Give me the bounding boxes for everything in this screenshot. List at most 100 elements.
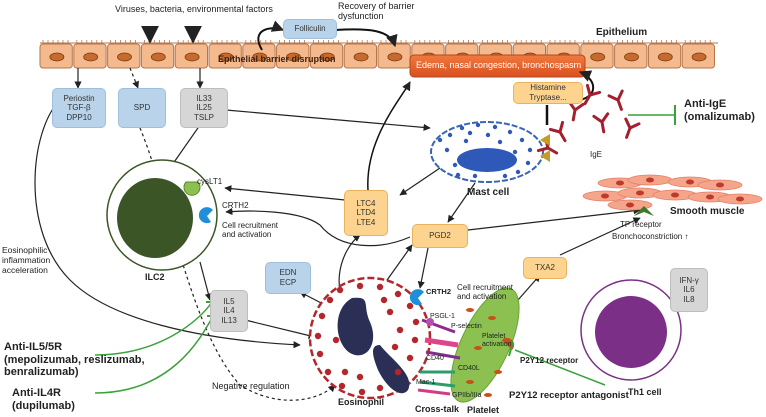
anti-il4r-line-2: (dupilumab)	[12, 399, 75, 412]
smooth-muscle-cells	[582, 174, 763, 211]
platelet-activation-label: Platelet activation	[482, 333, 512, 349]
anti-ige-line-1: Anti-IgE	[684, 98, 727, 110]
platelet-label: Platelet	[467, 405, 500, 415]
edema-label: Edema, nasal congestion, bronchospasm	[416, 60, 582, 70]
ltc4-to-cyslt1	[224, 185, 346, 201]
recruit-ilc2-label: Cell recruitment and activation	[222, 221, 278, 239]
gp-label: GPIIb/IIIa	[452, 392, 482, 399]
smooth-muscle-nucleus	[736, 196, 744, 202]
eosinophil-granule	[394, 290, 402, 298]
il8-line: IL8	[683, 294, 695, 304]
ltc4-line: LTC4	[356, 198, 376, 208]
anti-il4r-line-1: Anti-IL4R	[12, 387, 61, 399]
bronchoconstriction-label: Bronchoconstriction ↑	[612, 232, 689, 241]
histamine-to-edema	[578, 70, 595, 101]
edema-box	[409, 54, 586, 78]
eosinophil-granule	[336, 286, 344, 294]
smooth-muscle-nucleus	[686, 179, 694, 185]
eosinophil-granule	[376, 283, 384, 291]
alarmin-box: IL33 IL25 TSLP	[180, 88, 228, 128]
il13-line: IL13	[221, 315, 237, 325]
platelet-granule	[466, 380, 474, 384]
tgfb-line: TGF-β	[67, 103, 91, 113]
eosinophil-granule	[356, 282, 364, 290]
eosinophil-granule	[316, 350, 324, 358]
edn-line: EDN	[279, 268, 297, 278]
epithelial-nucleus	[49, 52, 65, 62]
mast-granule	[527, 147, 533, 153]
il33-to-mast	[225, 109, 431, 132]
eosinophil-granule	[391, 343, 399, 351]
pgd2-box: PGD2	[412, 224, 468, 248]
ige-antibody	[592, 112, 610, 134]
p2y12-antagonist-line	[514, 349, 606, 386]
mast-granule	[459, 125, 465, 131]
eosinophil-granule	[380, 296, 388, 304]
crth2-eos-label: CRTH2	[426, 287, 452, 296]
dpp10-line: DPP10	[66, 112, 92, 122]
eos-inflammation-label: Eosinophilic inflammation acceleration	[2, 245, 51, 275]
epithelial-nucleus	[319, 52, 335, 62]
eosinophil-granule	[324, 368, 332, 376]
mast-granule	[497, 139, 503, 145]
txa2-to-smooth-muscle	[559, 217, 641, 256]
mast-granule	[475, 122, 481, 128]
tslp-line: TSLP	[193, 112, 214, 122]
smooth-muscle-nucleus	[716, 182, 724, 188]
eosinophil-granule	[314, 332, 322, 340]
smooth-muscle-nucleus	[626, 202, 634, 208]
smooth-muscle-nucleus	[601, 193, 609, 199]
triggers-label: Viruses, bacteria, environmental factors	[115, 4, 273, 14]
mast-to-ltc4	[399, 167, 441, 196]
eos-inflammation-line-2: inflammation	[2, 254, 51, 265]
epithelial-nucleus	[117, 52, 132, 62]
anti-ige-line-2: (omalizumab)	[684, 110, 755, 123]
epithelial-nucleus	[387, 52, 403, 62]
mast-granule	[447, 132, 453, 138]
mast-cell-nucleus	[457, 148, 517, 172]
il6-line: IL6	[683, 285, 695, 295]
leukotriene-box: LTC4 LTD4 LTE4	[344, 190, 388, 236]
mast-cell-label: Mast cell	[467, 187, 510, 198]
th1-nucleus	[595, 296, 667, 368]
epi-to-spd	[129, 67, 139, 89]
il33-line: IL33	[196, 93, 212, 103]
p2y12-antagonist-bar	[508, 341, 514, 357]
mast-cell-granules	[437, 122, 533, 179]
anti-il4r-line	[94, 315, 214, 394]
epithelial-nucleus	[353, 52, 369, 62]
mast-granule	[452, 162, 458, 168]
txa2-label: TXA2	[534, 263, 555, 273]
cd40-label: CD40	[426, 355, 444, 362]
epithelial-nucleus	[218, 52, 234, 62]
anti-il5-line-2: (mepolizumab, reslizumab,	[4, 353, 145, 366]
epithelial-nucleus	[83, 52, 99, 62]
histamine-box: Histamine Tryptase...	[513, 82, 583, 104]
il5-line: IL5	[223, 296, 235, 306]
ilc2-label: ILC2	[145, 272, 165, 282]
eos-inflammation-line-1: Eosinophilic	[2, 245, 48, 255]
recovery-line-1: Recovery of barrier	[338, 1, 415, 11]
tp-receptor-label: TP receptor	[620, 220, 662, 229]
mast-granule	[515, 169, 521, 175]
psgl1-label: PSGL-1	[430, 313, 455, 320]
periostin-line: Periostin	[63, 93, 95, 103]
ilc2-to-il5	[199, 261, 212, 301]
folliculin-arrow-left	[257, 20, 285, 51]
cyslt1-receptor	[183, 181, 201, 196]
ige-antibody	[567, 100, 585, 122]
eos-inflammation-line-3: acceleration	[2, 264, 48, 275]
folliculin-box: Folliculin	[283, 19, 337, 39]
platelet-granules	[466, 308, 502, 397]
mast-granule	[455, 172, 461, 178]
eosinophil-label: Eosinophil	[338, 397, 384, 407]
eosinophil-nucleus-lobe	[337, 297, 374, 356]
il4-line: IL4	[223, 306, 235, 316]
eosinophil-granule	[406, 302, 414, 310]
il5-to-eos	[244, 319, 316, 339]
ifng-line: IFN-γ	[679, 275, 699, 285]
mast-granule	[492, 124, 498, 130]
barrier-disruption-label: Epithelial barrier disruption	[218, 54, 336, 64]
mac1-label: Mac-1	[416, 379, 436, 386]
platelet-to-txa2	[517, 274, 541, 301]
